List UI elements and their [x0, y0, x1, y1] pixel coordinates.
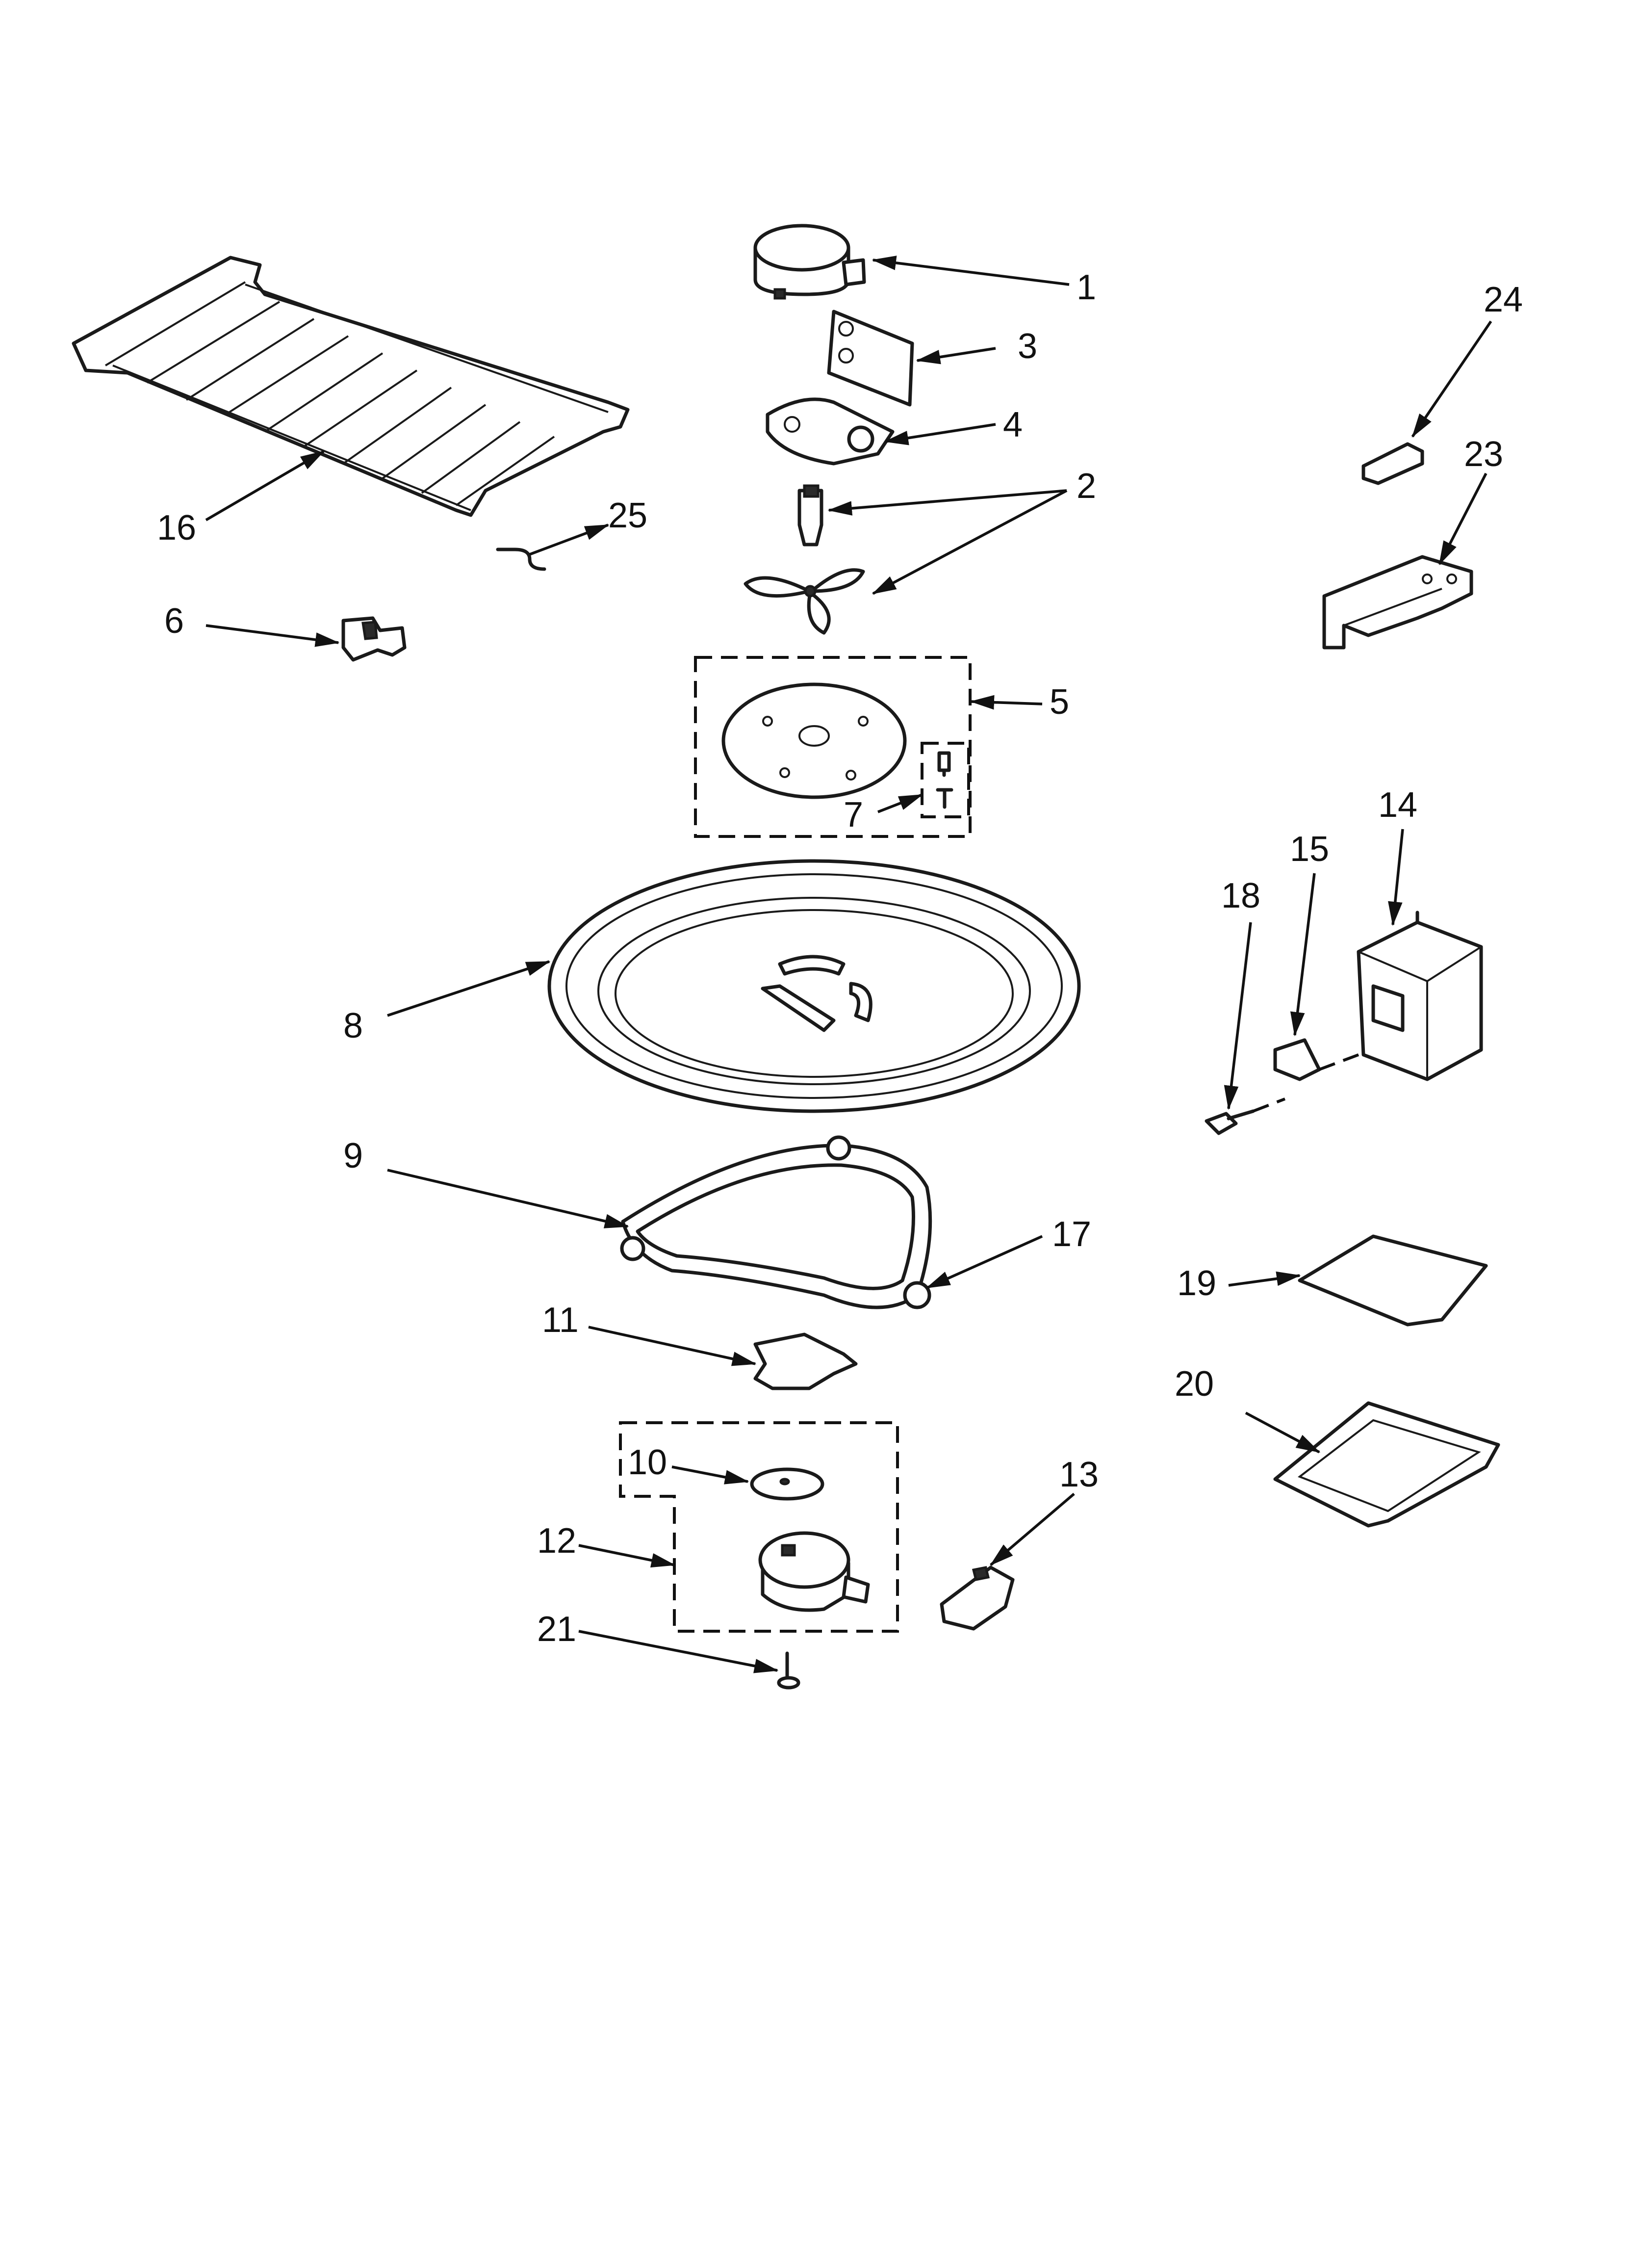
motor-mount — [766, 397, 895, 466]
oven-rack — [72, 256, 630, 517]
callout-24: 24 — [1484, 280, 1523, 319]
callout-4: 4 — [1003, 405, 1023, 444]
mounting-screw — [777, 1651, 800, 1690]
callout-3: 3 — [1018, 327, 1037, 366]
stirrer-plate — [721, 682, 907, 799]
callout-2: 2 — [1077, 467, 1096, 506]
glass-turntable-tray — [547, 859, 1081, 1113]
callout-8: 8 — [343, 1006, 363, 1045]
callout-9: 9 — [343, 1136, 363, 1175]
thermal-switch — [940, 1565, 1015, 1631]
callout-15: 15 — [1290, 830, 1329, 869]
alignment-line — [1252, 1053, 1360, 1113]
callout-21: 21 — [537, 1610, 576, 1649]
callout-5: 5 — [1050, 682, 1069, 722]
screw-kit — [936, 751, 953, 809]
screw-kit-box — [921, 742, 970, 818]
callout-10: 10 — [628, 1443, 667, 1482]
coupler — [750, 1467, 824, 1501]
roller-guide — [753, 1332, 858, 1390]
rack-support-clip — [341, 616, 407, 662]
wire-clip — [496, 547, 546, 571]
magnetron-thermostat — [1273, 1038, 1321, 1081]
fan-coupler — [797, 484, 823, 547]
fan-blade — [744, 568, 865, 635]
bracket — [1322, 555, 1473, 650]
motor-bracket-plate — [827, 310, 914, 407]
callout-1: 1 — [1077, 268, 1096, 307]
callout-17: 17 — [1052, 1215, 1091, 1254]
callout-7: 7 — [844, 795, 863, 834]
filter-pad — [1298, 1234, 1488, 1327]
callout-6: 6 — [164, 601, 184, 641]
screw — [1205, 1109, 1255, 1135]
callout-16: 16 — [157, 508, 196, 547]
magnetron — [1357, 911, 1483, 1081]
callout-12: 12 — [537, 1521, 576, 1561]
filter-frame — [1273, 1401, 1500, 1528]
roller-ring — [620, 1135, 932, 1309]
callout-18: 18 — [1221, 876, 1260, 915]
callout-20: 20 — [1175, 1364, 1214, 1404]
callout-19: 19 — [1177, 1264, 1216, 1303]
callout-23: 23 — [1464, 435, 1503, 474]
leader-lines — [205, 256, 1492, 1673]
callout-14: 14 — [1378, 785, 1417, 825]
callout-25: 25 — [608, 496, 647, 535]
callout-11: 11 — [542, 1301, 579, 1340]
callout-13: 13 — [1059, 1455, 1099, 1494]
turntable-motor — [753, 224, 866, 300]
stirrer-kit-box — [694, 656, 972, 838]
drive-motor-kit-box — [619, 1421, 899, 1633]
drive-motor — [758, 1531, 870, 1612]
small-bracket — [1361, 442, 1424, 485]
